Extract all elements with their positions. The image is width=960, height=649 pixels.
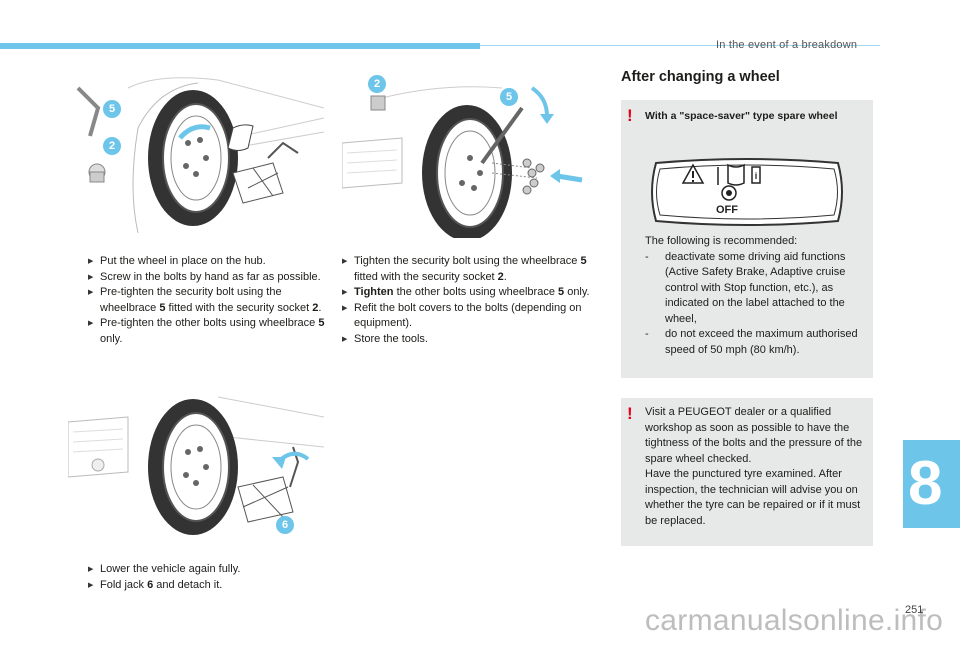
steps-lower-vehicle: Lower the vehicle again fully. Fold jack… [88,562,328,593]
watermark: carmanualsonline.info [645,604,944,637]
callout-wheelbrace-5: 5 [103,100,121,118]
svg-text:i: i [755,171,758,181]
callout-socket-2: 2 [103,137,121,155]
step-item: Put the wheel in place on the hub. [88,254,328,270]
step-item: Store the tools. [342,332,604,348]
list-item: do not exceed the maximum authorised spe… [645,327,865,358]
callout-socket-2: 2 [368,75,386,93]
warning-icon: ! [627,404,633,423]
step-item: Refit the bolt covers to the bolts (depe… [342,301,604,332]
list-item: deactivate some driving aid functions (A… [645,250,865,328]
header-accent-bar [0,43,480,49]
callout-wheelbrace-5: 5 [500,88,518,106]
recommendations: The following is recommended: deactivate… [645,234,865,358]
note-paragraph: Have the punctured tyre examined. After … [645,468,861,527]
step-item: Tighten the security bolt using the whee… [342,254,604,285]
recommendation-list: deactivate some driving aid functions (A… [645,250,865,359]
warning-icon: ! [627,106,633,125]
illustration-lower-vehicle-jack [67,377,325,547]
heading-after-changing-wheel: After changing a wheel [621,69,780,85]
step-item: Pre-tighten the security bolt using the … [88,285,328,316]
chapter-number: 8 [908,449,943,518]
steps-refit-wheel: Put the wheel in place on the hub. Screw… [88,254,328,347]
step-item: Screw in the bolts by hand as far as pos… [88,270,328,286]
wheel-label-graphic: i OFF [648,157,846,227]
header-rule [480,45,880,46]
note-paragraph: Visit a PEUGEOT dealer or a qualified wo… [645,406,863,465]
steps-tighten-bolts: Tighten the security bolt using the whee… [342,254,604,347]
step-item: Tighten the other bolts using wheelbrace… [342,285,604,301]
chapter-tab [903,440,960,528]
note-space-saver-wheel: ! With a "space-saver" type spare wheel … [621,100,873,378]
illustration-tighten-with-wheelbrace [341,68,598,241]
callout-jack-6: 6 [276,516,294,534]
label-off-text: OFF [716,204,738,216]
page-number: 251 [905,604,924,616]
note-title: With a "space-saver" type spare wheel [645,110,838,122]
note-check-workshop: ! Visit a PEUGEOT dealer or a qualified … [621,398,873,546]
recommendation-intro: The following is recommended: [645,235,798,247]
step-item: Lower the vehicle again fully. [88,562,328,578]
step-item: Pre-tighten the other bolts using wheelb… [88,316,328,347]
step-item: Fold jack 6 and detach it. [88,578,328,594]
section-title: In the event of a breakdown [716,39,858,51]
illustration-tighten-bolts-on-jack [68,68,325,238]
